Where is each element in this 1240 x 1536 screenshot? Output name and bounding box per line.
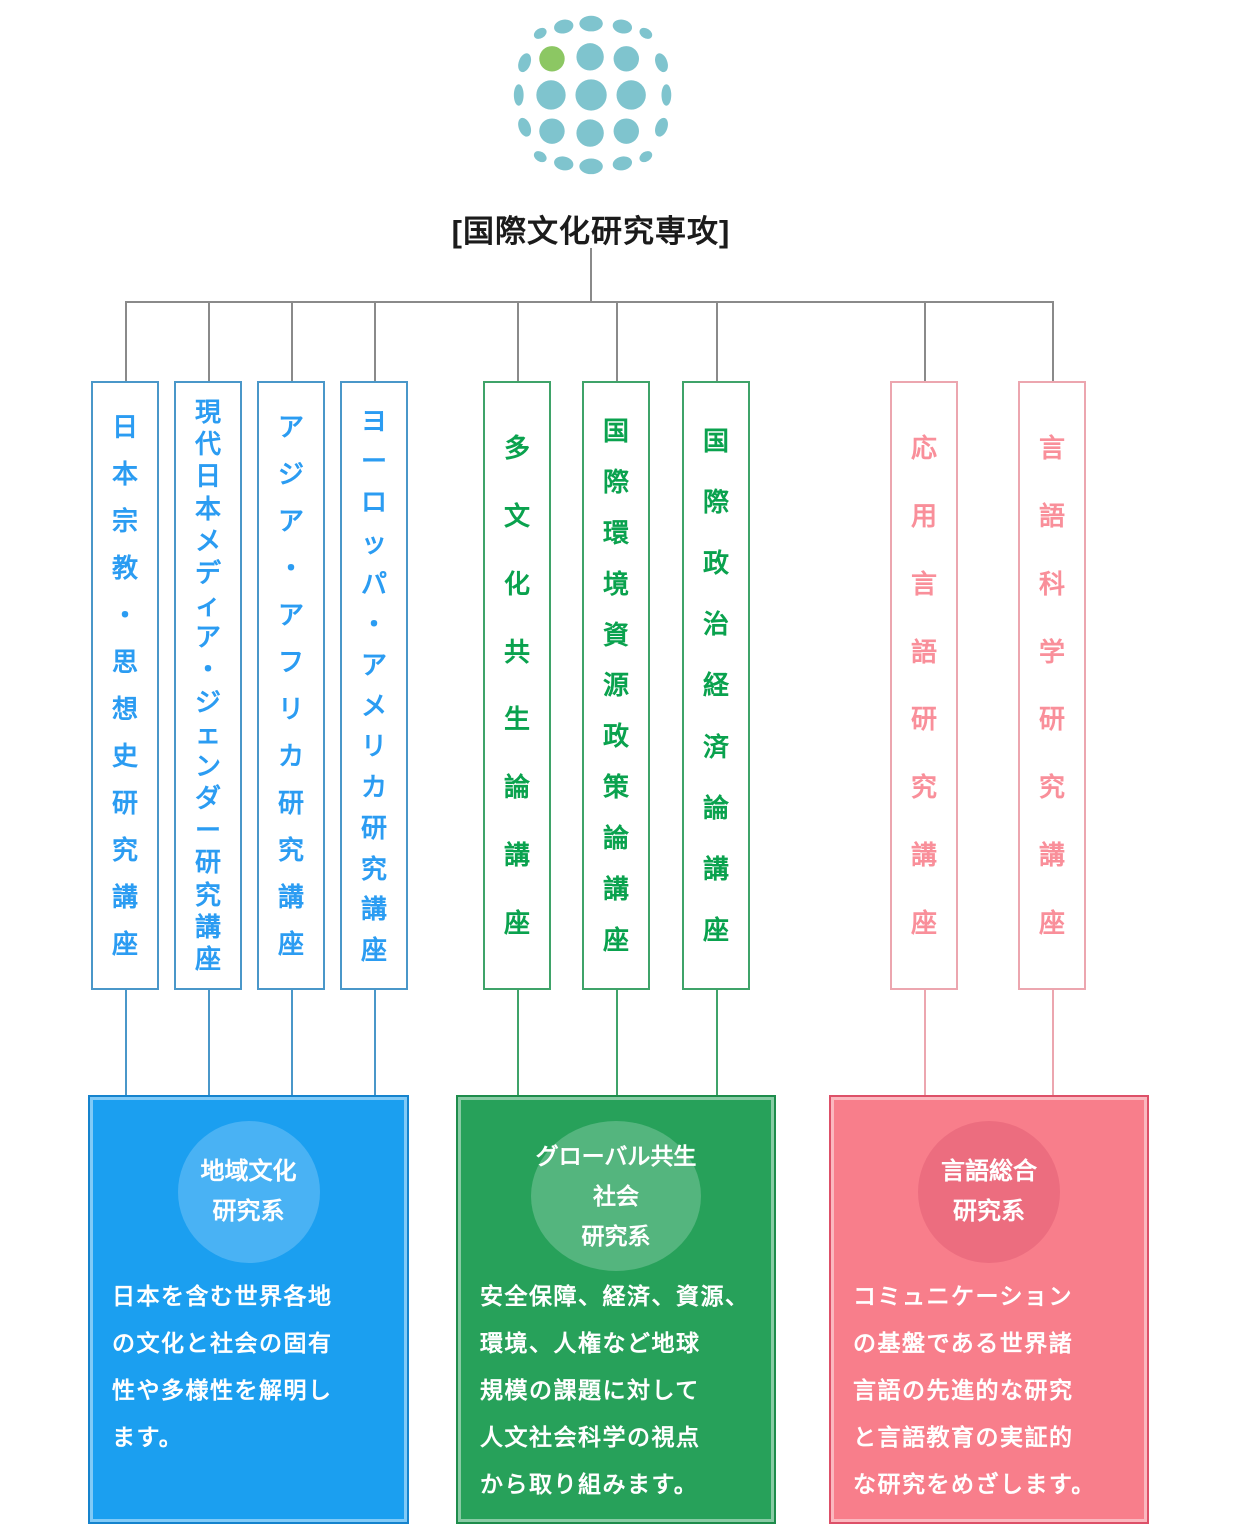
course-box-nihon-shukyo: 日本宗教・思想史研究講座 bbox=[91, 381, 159, 990]
course-label: 現代日本メディア・ジェンダー研究講座 bbox=[194, 397, 221, 974]
connector-drop-pink bbox=[924, 990, 926, 1096]
connector-horizontal bbox=[125, 301, 1054, 303]
connector-drop-green bbox=[716, 990, 718, 1096]
course-box-gendai-media-gender: 現代日本メディア・ジェンダー研究講座 bbox=[174, 381, 242, 990]
course-label: 応用言語研究講座 bbox=[910, 432, 937, 938]
course-box-kokusai-seiji-keizai: 国際政治経済論講座 bbox=[682, 381, 750, 990]
connector-drop-blue bbox=[291, 990, 293, 1096]
connector-drop bbox=[517, 302, 519, 382]
course-label: ヨーロッパ・アメリカ研究講座 bbox=[360, 405, 387, 966]
course-box-asia-africa: アジア・アフリカ研究講座 bbox=[257, 381, 325, 990]
connector-drop bbox=[374, 302, 376, 382]
course-label: 国際環境資源政策論講座 bbox=[602, 415, 629, 955]
course-label: アジア・アフリカ研究講座 bbox=[277, 412, 304, 959]
division-description: 日本を含む世界各地 の文化と社会の固有 性や多様性を解明し ます。 bbox=[112, 1283, 333, 1450]
division-description: 安全保障、経済、資源、 環境、人権など地球 規模の課題に対して 人文社会科学の視… bbox=[480, 1283, 750, 1497]
division-name-badge: 地域文化 研究系 bbox=[177, 1121, 320, 1263]
connector-drop bbox=[924, 302, 926, 382]
course-label: 国際政治経済論講座 bbox=[702, 426, 729, 945]
connector-drop bbox=[208, 302, 210, 382]
division-name-badge: グローバル共生社会 研究系 bbox=[531, 1121, 701, 1271]
division-name-badge: 言語総合 研究系 bbox=[918, 1121, 1060, 1263]
course-box-oyo-gengo: 応用言語研究講座 bbox=[890, 381, 958, 990]
connector-drop bbox=[1052, 302, 1054, 382]
course-label: 多文化共生論講座 bbox=[503, 432, 530, 938]
course-box-kokusai-kankyo-shigen: 国際環境資源政策論講座 bbox=[582, 381, 650, 990]
connector-drop-green bbox=[517, 990, 519, 1096]
connector-drop-blue bbox=[208, 990, 210, 1096]
connector-drop bbox=[616, 302, 618, 382]
division-description: コミュニケーション の基盤である世界諸 言語の先進的な研究 と言語教育の実証的 … bbox=[853, 1283, 1096, 1497]
panel-global-kyosei-shakai: グローバル共生社会 研究系 安全保障、経済、資源、 環境、人権など地球 規模の課… bbox=[456, 1095, 776, 1524]
connector-drop-blue bbox=[125, 990, 127, 1096]
course-box-gengo-kagaku: 言語科学研究講座 bbox=[1018, 381, 1086, 990]
connector-trunk bbox=[590, 248, 592, 302]
connector-drop bbox=[291, 302, 293, 382]
connector-drop-green bbox=[616, 990, 618, 1096]
panel-chiiki-bunka: 地域文化 研究系 日本を含む世界各地 の文化と社会の固有 性や多様性を解明し ま… bbox=[88, 1095, 409, 1524]
connector-drop bbox=[716, 302, 718, 382]
course-box-tabunka-kyosei: 多文化共生論講座 bbox=[483, 381, 551, 990]
connector-drop-blue bbox=[374, 990, 376, 1096]
course-box-europe-america: ヨーロッパ・アメリカ研究講座 bbox=[340, 381, 408, 990]
program-title: [国際文化研究専攻] bbox=[451, 214, 731, 249]
course-label: 日本宗教・思想史研究講座 bbox=[111, 412, 138, 959]
connector-drop-pink bbox=[1052, 990, 1054, 1096]
panel-gengo-sogo: 言語総合 研究系 コミュニケーション の基盤である世界諸 言語の先進的な研究 と… bbox=[829, 1095, 1149, 1524]
globe-dots-logo bbox=[513, 15, 672, 175]
connector-drop bbox=[125, 302, 127, 382]
course-label: 言語科学研究講座 bbox=[1038, 432, 1065, 938]
